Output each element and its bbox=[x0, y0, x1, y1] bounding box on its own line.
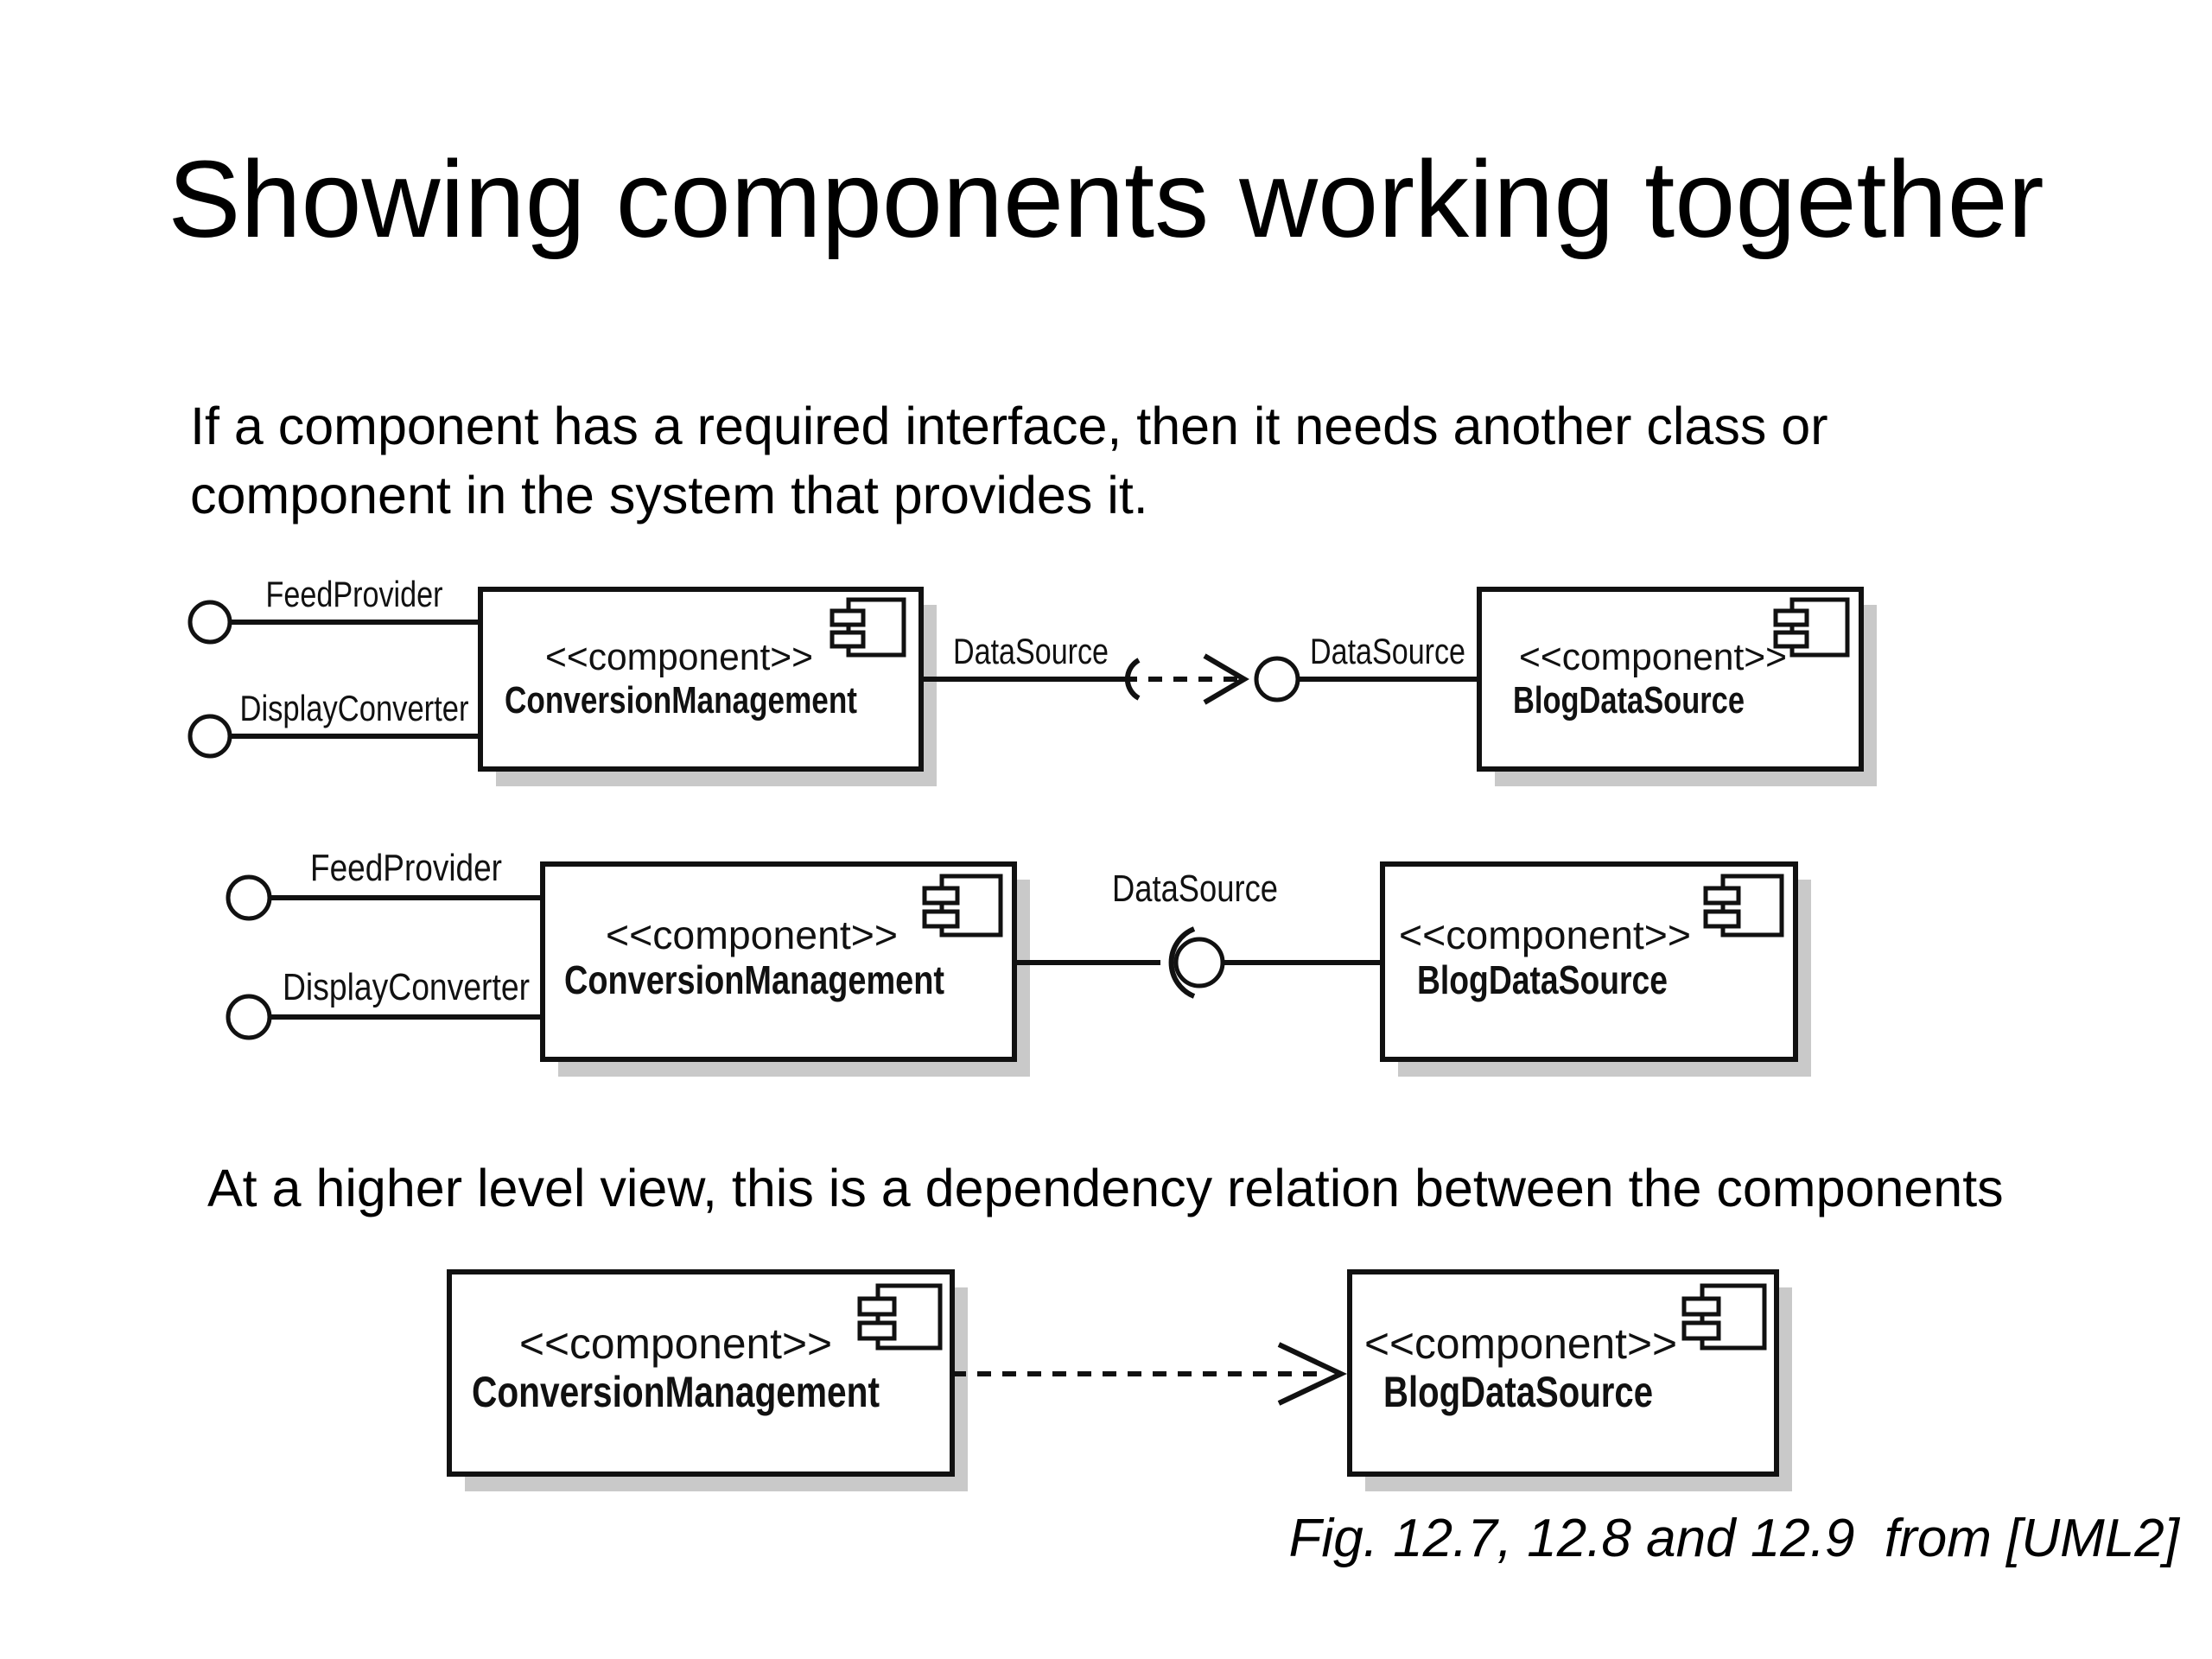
component-icon bbox=[1773, 597, 1850, 658]
conversionmanagement-label: ConversionManagement bbox=[472, 1368, 880, 1416]
stereotype-label: <<component>> bbox=[1519, 636, 1787, 678]
blogdatasource-label: BlogDataSource bbox=[1417, 957, 1668, 1002]
stereotype-label: <<component>> bbox=[606, 912, 898, 957]
stereotype-label: <<component>> bbox=[1399, 912, 1691, 957]
intro-text: If a component has a required interface,… bbox=[190, 391, 1828, 530]
intro-line-2: component in the system that provides it… bbox=[190, 466, 1148, 524]
figure-caption: Fig. 12.7, 12.8 and 12.9 from [UML2] bbox=[1288, 1509, 2179, 1568]
feedprovider-lollipop-icon bbox=[226, 874, 272, 921]
feedprovider-lollipop-icon bbox=[188, 600, 232, 645]
conversionmanagement-label: ConversionManagement bbox=[564, 957, 944, 1002]
component-icon bbox=[1681, 1283, 1767, 1351]
conversionmanagement-label: ConversionManagement bbox=[505, 679, 857, 721]
assembly-socket-icon bbox=[1168, 926, 1196, 999]
component-icon bbox=[830, 597, 906, 658]
feedprovider-label: FeedProvider bbox=[310, 847, 502, 889]
page-title: Showing components working together bbox=[168, 138, 2044, 260]
feedprovider-label: FeedProvider bbox=[266, 574, 443, 614]
dependency-arrowhead-icon bbox=[1277, 1342, 1348, 1406]
assembly-ball-icon bbox=[1173, 937, 1225, 988]
component-icon bbox=[1703, 874, 1784, 938]
blogdatasource-label: BlogDataSource bbox=[1513, 679, 1745, 721]
datasource-label: DataSource bbox=[1112, 868, 1278, 910]
stereotype-label: <<component>> bbox=[1364, 1319, 1677, 1368]
stereotype-label: <<component>> bbox=[545, 636, 813, 678]
figure-12-8: FeedProvider DisplayConverter <<componen… bbox=[226, 847, 1811, 1077]
displayconverter-label: DisplayConverter bbox=[283, 966, 530, 1008]
component-icon bbox=[922, 874, 1003, 938]
displayconverter-lollipop-icon bbox=[188, 714, 232, 759]
figure-12-7: FeedProvider DisplayConverter <<componen… bbox=[188, 574, 1877, 786]
displayconverter-label: DisplayConverter bbox=[240, 688, 469, 728]
datasource-provided-lollipop-icon bbox=[1254, 656, 1300, 702]
component-icon bbox=[857, 1283, 943, 1351]
datasource-required-label: DataSource bbox=[953, 631, 1109, 671]
figure-12-9: <<component>> ConversionManagement <<com… bbox=[447, 1269, 1792, 1491]
datasource-provided-label: DataSource bbox=[1310, 631, 1465, 671]
stereotype-label: <<component>> bbox=[519, 1319, 832, 1368]
dependency-arrowhead-icon bbox=[1203, 653, 1249, 705]
intro-line-1: If a component has a required interface,… bbox=[190, 397, 1828, 455]
displayconverter-lollipop-icon bbox=[226, 994, 272, 1040]
blogdatasource-label: BlogDataSource bbox=[1383, 1368, 1653, 1416]
summary-text: At a higher level view, this is a depend… bbox=[207, 1159, 2004, 1217]
